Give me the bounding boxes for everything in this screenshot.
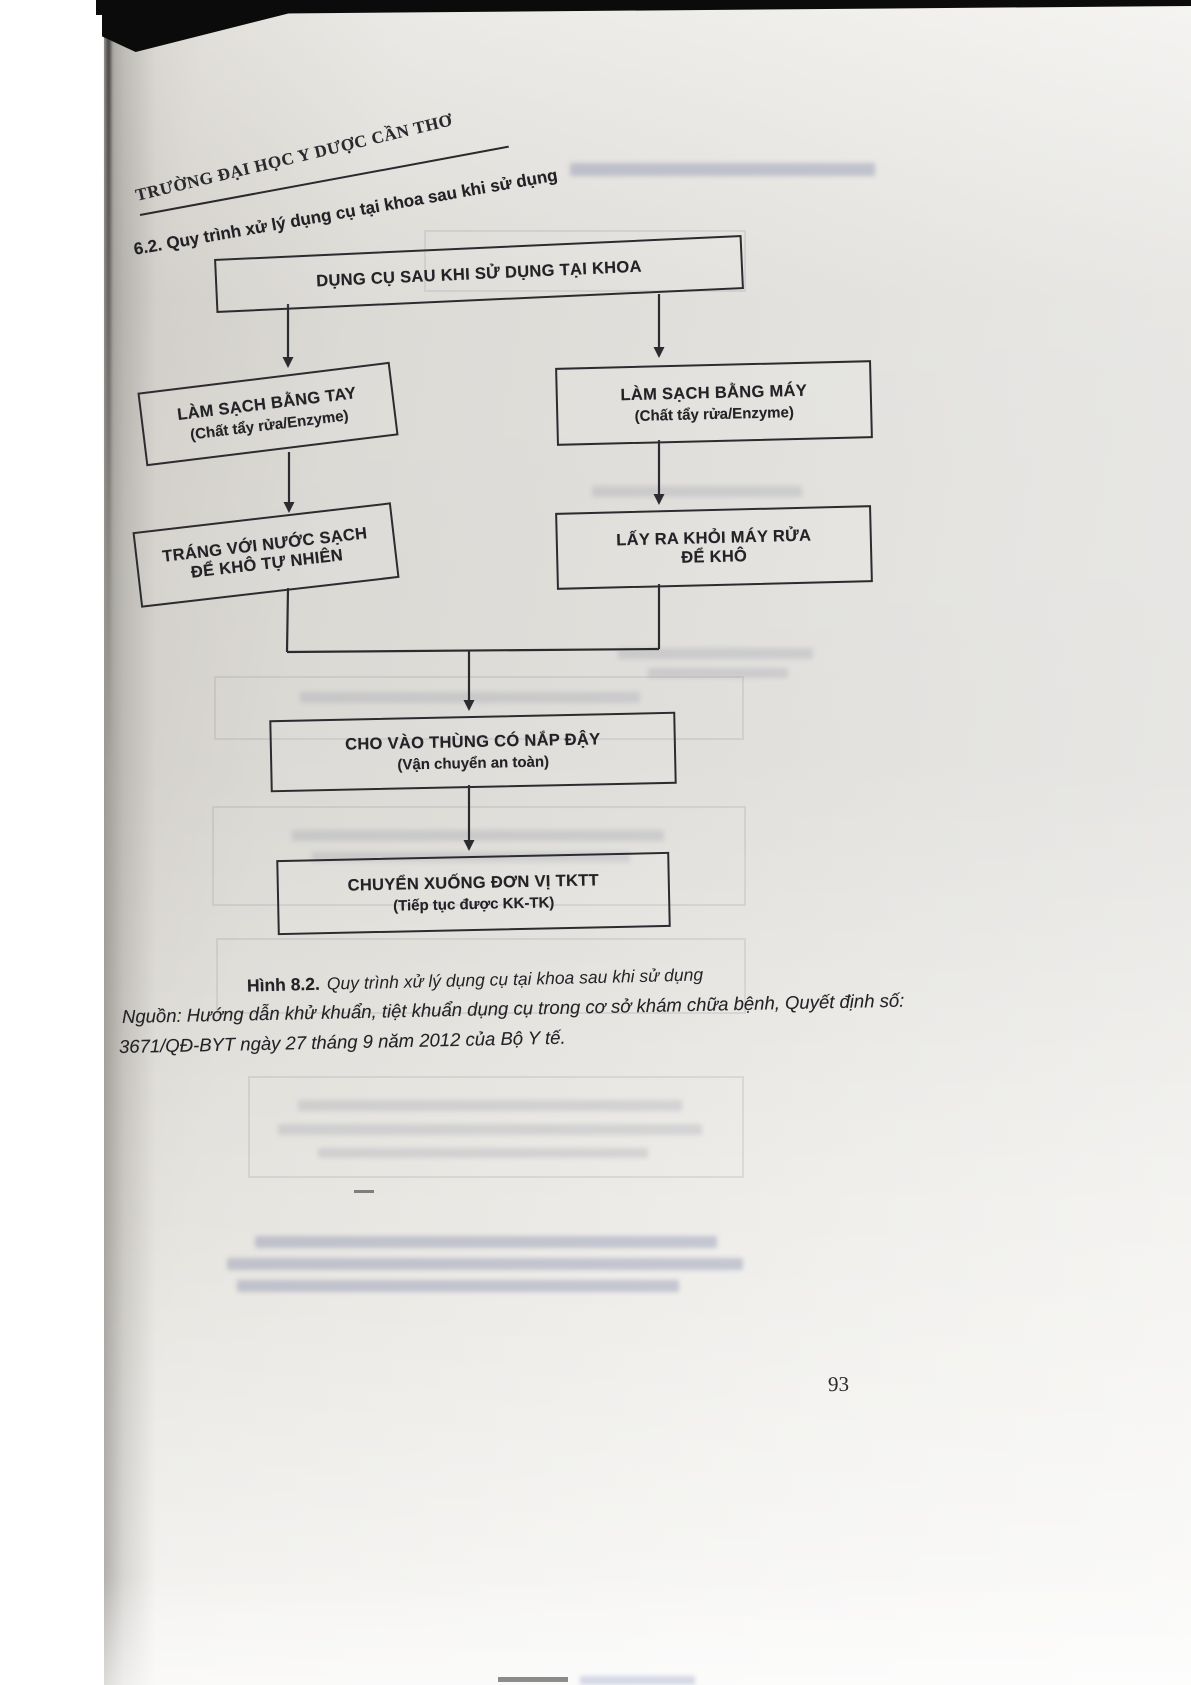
- node-title: LÀM SẠCH BẰNG MÁY: [620, 381, 808, 404]
- caption-label: Hình 8.2.: [246, 973, 321, 996]
- spine-shadow: [104, 0, 156, 1685]
- page-number: 93: [827, 1371, 850, 1397]
- node-subtitle: (Tiếp tục được KK-TK): [392, 894, 555, 915]
- node-title: CHUYỂN XUỐNG ĐƠN VỊ TKTT: [347, 871, 600, 895]
- node-title-line2: ĐỂ KHÔ: [681, 546, 748, 567]
- stray-mark: [354, 1190, 374, 1193]
- flow-node-remove-from-machine: LẤY RA KHỎI MÁY RỬA ĐỂ KHÔ: [555, 505, 873, 590]
- flow-node-lidded-container: CHO VÀO THÙNG CÓ NẮP ĐẬY (Vận chuyển an …: [269, 711, 677, 793]
- paper-background: [104, 0, 1191, 1685]
- spine-edge-line: [106, 0, 111, 760]
- node-title: CHO VÀO THÙNG CÓ NẮP ĐẬY: [344, 729, 601, 754]
- flow-node-transfer-tktt: CHUYỂN XUỐNG ĐƠN VỊ TKTT (Tiếp tục được …: [276, 851, 671, 936]
- node-subtitle: (Chất tẩy rửa/Enzyme): [634, 403, 795, 425]
- node-title: DỤNG CỤ SAU KHI SỬ DỤNG TẠI KHOA: [315, 257, 643, 290]
- flow-node-machine-wash: LÀM SẠCH BẰNG MÁY (Chất tẩy rửa/Enzyme): [555, 360, 873, 446]
- node-title: LẤY RA KHỎI MÁY RỬA: [616, 526, 812, 549]
- bottom-page-fade: [104, 1575, 1191, 1685]
- node-subtitle: (Vận chuyển an toàn): [397, 752, 550, 774]
